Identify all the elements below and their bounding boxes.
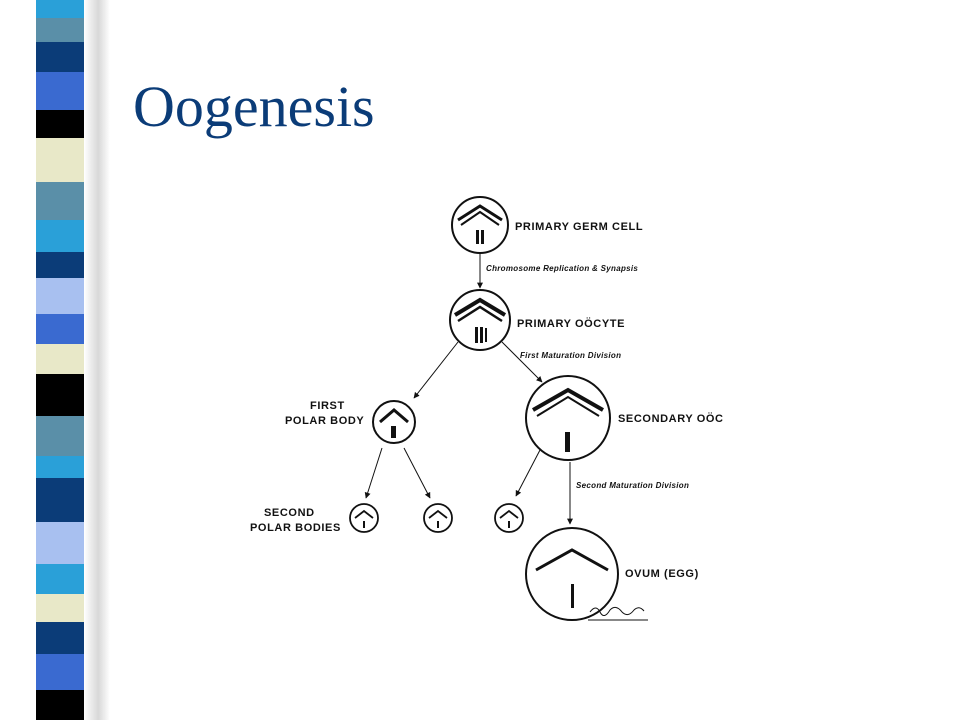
artist-signature (588, 606, 648, 621)
label-ovum: OVUM (EGG) (625, 568, 699, 580)
decorative-stripe-bar (0, 0, 110, 720)
label-secondary-oocyte: SECONDARY OÖC (618, 412, 724, 425)
arrow-to-first-polar-body (413, 341, 459, 399)
primary-oocyte (449, 289, 511, 351)
label-second-polar-bodies-2: POLAR BODIES (250, 522, 341, 534)
label-step-first-division: First Maturation Division (520, 351, 621, 360)
second-polar-body-3 (494, 503, 524, 533)
stripe-blocks (36, 0, 84, 720)
secondary-oocyte (525, 375, 611, 461)
second-polar-body-2 (423, 503, 453, 533)
ovum (525, 527, 619, 621)
oogenesis-diagram: PRIMARY GERM CELL Chromosome Replication… (230, 180, 730, 680)
label-primary-oocyte: PRIMARY OÖCYTE (517, 317, 625, 330)
arrow-first-polar-to-second-a (364, 447, 383, 499)
label-first-polar-body-1: FIRST (310, 400, 345, 412)
arrow-to-secondary-oocyte (501, 341, 543, 383)
arrow-secondary-to-polar (515, 449, 541, 497)
first-polar-body (372, 400, 416, 444)
label-primary-germ-cell: PRIMARY GERM CELL (515, 221, 643, 233)
label-step-replication: Chromosome Replication & Synapsis (486, 264, 638, 273)
arrow-first-polar-to-second-b (403, 447, 431, 499)
second-polar-body-1 (349, 503, 379, 533)
slide-title: Oogenesis (133, 74, 375, 139)
label-first-polar-body-2: POLAR BODY (285, 415, 364, 427)
primary-germ-cell (451, 196, 509, 254)
label-second-polar-bodies-1: SECOND (264, 507, 315, 519)
label-step-second-division: Second Maturation Division (576, 481, 689, 490)
